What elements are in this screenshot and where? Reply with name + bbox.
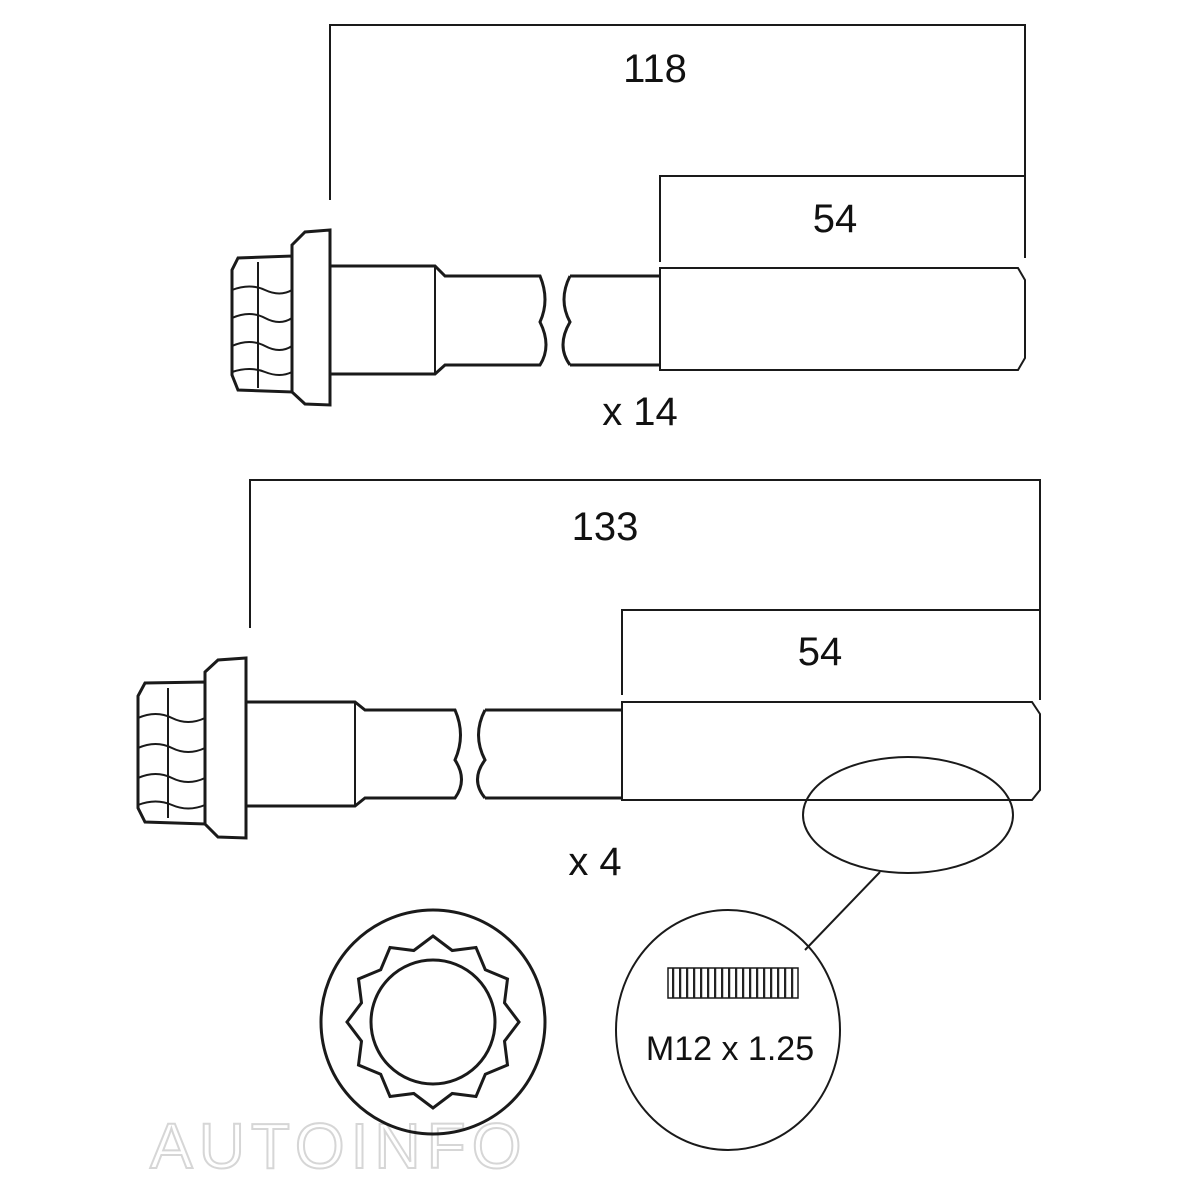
bolt-head-end-view xyxy=(319,908,547,1136)
bolt-1-thread-length: 54 xyxy=(813,197,858,241)
bolt-1-quantity: x 14 xyxy=(602,390,678,434)
bolt-2-total-dimension: 133 xyxy=(249,479,1041,700)
bolt-1-thread xyxy=(659,267,1026,371)
bolt-1-total-dimension: 118 xyxy=(329,24,1026,258)
thread-spec: M12 x 1.25 xyxy=(646,1030,814,1068)
thread-detail-circle xyxy=(615,909,841,1151)
bolt-1-flange xyxy=(290,228,332,407)
bolt-1: 118 54 x 14 xyxy=(230,24,1026,434)
watermark-logo: AUTOINFO xyxy=(150,1110,528,1182)
twelve-point-socket xyxy=(345,934,521,1110)
bolt-1-total-length: 118 xyxy=(623,47,687,91)
bolt-2-shank xyxy=(246,700,622,808)
bolt-2-quantity: x 4 xyxy=(568,840,621,884)
bolt-1-shank xyxy=(330,264,660,376)
bolt-1-head xyxy=(230,254,294,394)
socket-inner-circle xyxy=(369,958,497,1086)
bolt-2: 133 54 x 4 xyxy=(136,479,1041,884)
bolt-2-thread xyxy=(621,701,1041,801)
flange-outer-circle xyxy=(319,908,547,1136)
bolt-2-flange xyxy=(203,656,248,840)
bolt-2-thread-dimension: 54 xyxy=(621,609,1040,695)
thread-detail-callout: M12 x 1.25 xyxy=(615,756,1014,1151)
bolt-1-thread-dimension: 54 xyxy=(659,175,1025,262)
callout-leader-line xyxy=(804,871,881,951)
bolt-2-total-length: 133 xyxy=(572,505,639,549)
thread-profile-sample xyxy=(667,967,799,999)
bolt-2-head xyxy=(136,680,207,826)
bolt-2-thread-length: 54 xyxy=(798,630,843,674)
thread-detail-marker xyxy=(802,756,1014,874)
